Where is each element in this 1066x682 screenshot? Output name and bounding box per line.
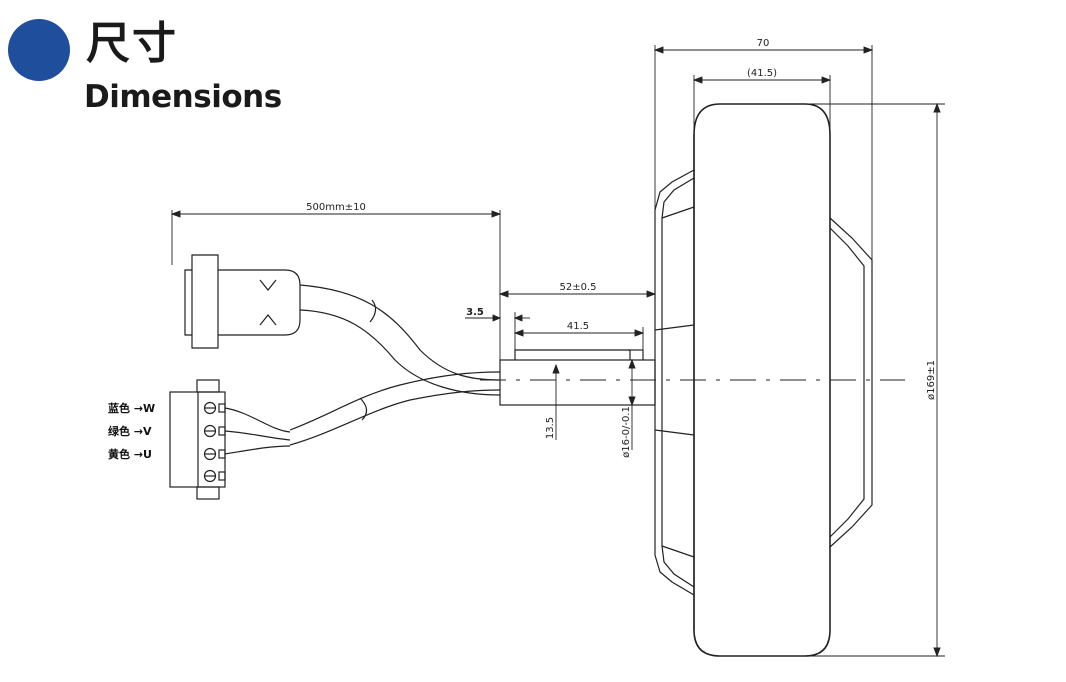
wire-label-w: 蓝色 →W [108,401,155,415]
left-hub-flange [654,169,695,596]
right-hub-flange [829,217,873,548]
title-chinese: 尺寸 [86,18,178,69]
axle [499,349,656,406]
dim-axle-offset: 3.5 [466,307,484,318]
dim-cable-length: 500mm±10 [306,202,366,213]
dim-hub-width: (41.5) [747,68,777,79]
phase-connector [169,379,291,500]
dim-overall-width: 70 [757,38,770,49]
wheel-tire [693,103,831,657]
dim-axle-height: 13.5 [545,417,556,439]
cables [289,284,501,446]
blue-dot-icon [8,19,70,81]
dim-axle-length: 52±0.5 [559,282,596,293]
dim-wheel-diameter: ø169±1 [926,360,937,400]
dim-axle-diameter: ø16-0/-0.1 [621,406,632,458]
hall-connector [184,254,301,349]
wire-label-u: 黄色 →U [108,447,152,461]
title-english: Dimensions [84,79,282,115]
header: 尺寸 Dimensions [0,0,320,120]
dim-axle-flat: 41.5 [567,321,589,332]
dimension-lines [170,45,945,658]
wire-label-v: 绿色 →V [108,424,152,438]
